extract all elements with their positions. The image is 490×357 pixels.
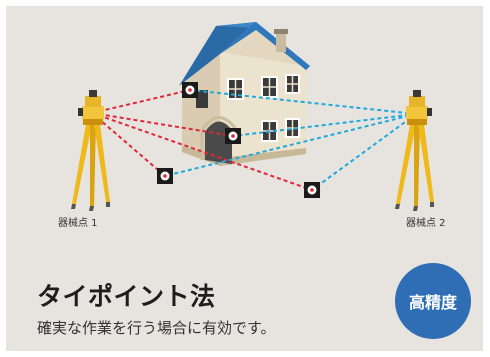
tripod-icon	[395, 118, 434, 211]
target-marker-icon	[225, 128, 241, 144]
method-description: 確実な作業を行う場合に有効です。	[37, 319, 276, 337]
target-marker-icon	[304, 182, 320, 198]
total-station-icon	[71, 90, 110, 211]
house-icon	[179, 22, 310, 166]
tie-point-diagram	[71, 22, 434, 211]
station-1-sight-lines	[91, 89, 313, 191]
total-station-icon	[395, 90, 434, 211]
instrument-point-2-label: 器械点 2	[406, 218, 446, 229]
precision-badge: 高精度	[395, 263, 471, 339]
target-marker-icon	[157, 168, 173, 184]
tie-point-card: 器械点 1 器械点 2 タイポイント法 確実な作業を行う場合に有効です。 高精度	[6, 6, 483, 351]
instrument-point-1-label: 器械点 1	[58, 218, 98, 229]
target-marker-icon	[182, 82, 198, 98]
method-title: タイポイント法	[37, 282, 216, 311]
precision-badge-label: 高精度	[408, 293, 457, 312]
tripod-icon	[71, 118, 110, 211]
station-2-sight-lines	[164, 89, 417, 191]
